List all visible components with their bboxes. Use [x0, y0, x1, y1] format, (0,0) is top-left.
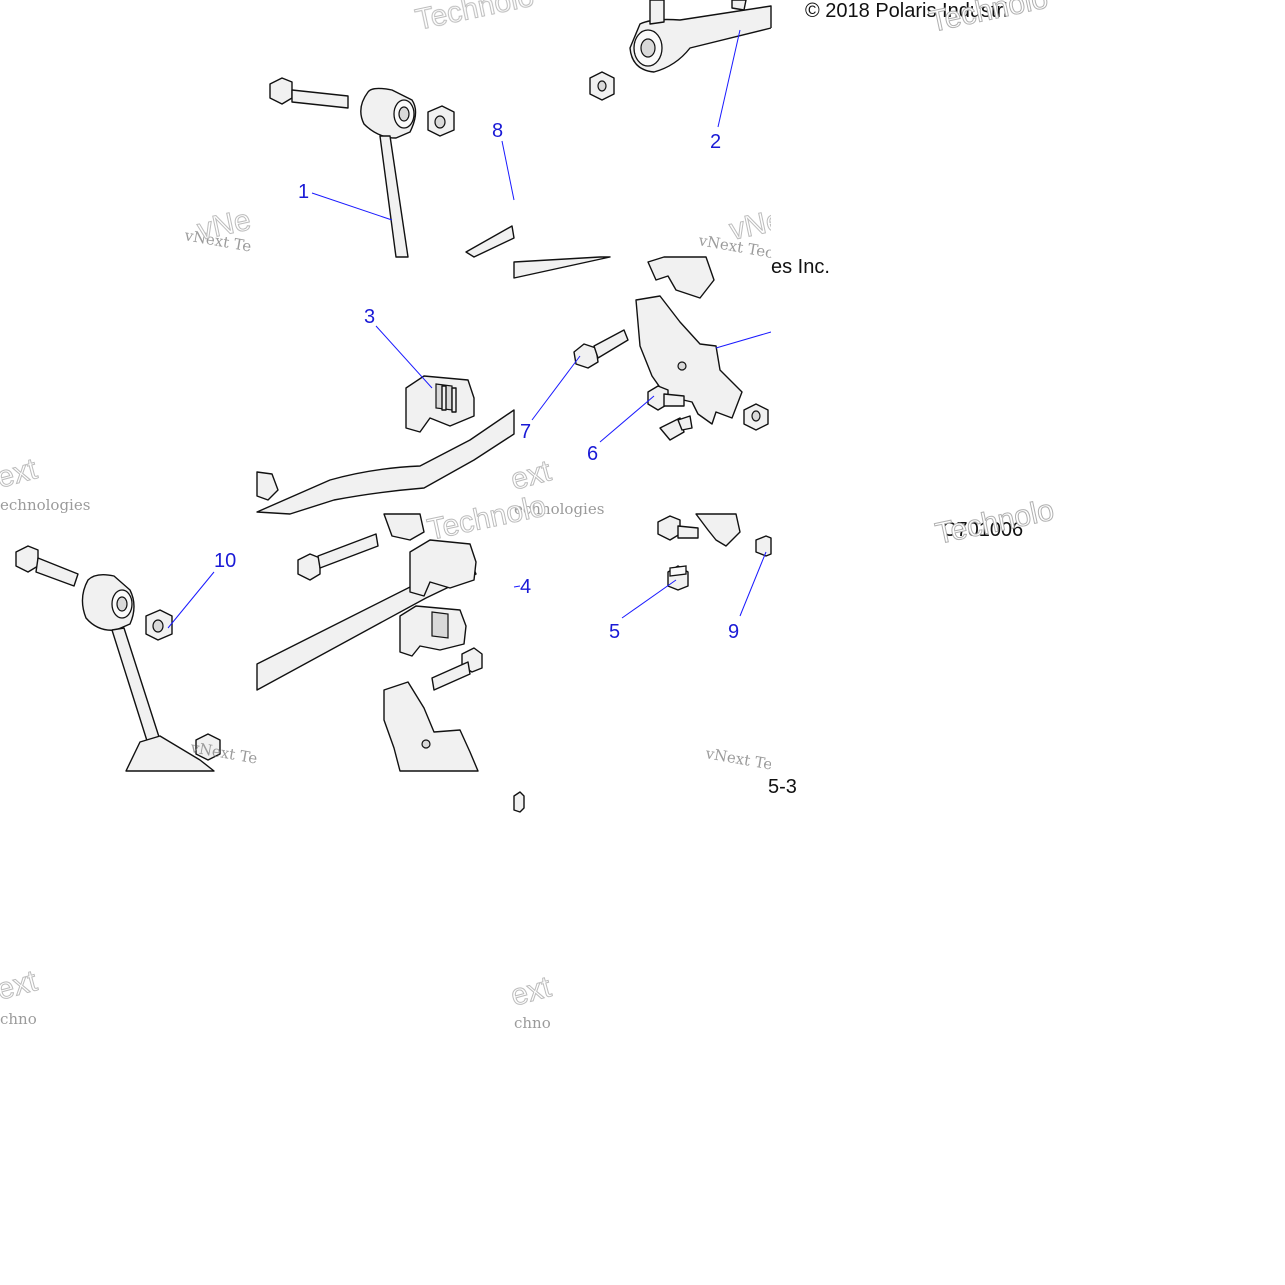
link-eye-lower [81, 573, 135, 631]
callout-8-label: 8 [492, 120, 503, 142]
tile-mask-f-right [771, 300, 1031, 514]
watermark-frag-5: ext [0, 964, 41, 1006]
stabilizer-link-upper [269, 77, 515, 258]
stabilizer-bar-lower [256, 409, 515, 515]
edge-nut-e [256, 471, 279, 501]
callout-10-label: 10 [214, 550, 236, 572]
watermark-frag-2: echnologies [0, 496, 90, 514]
watermark-frag-1: ext [0, 452, 41, 494]
watermark-brand-4: vNext Tec [703, 744, 782, 775]
watermark-frag-8: chno [514, 1014, 551, 1032]
bar-bolt-upper [465, 225, 515, 258]
tile-mask-e-left [0, 257, 257, 457]
watermark-frag-6: chno [0, 1010, 37, 1028]
link-nut-lower [145, 609, 173, 641]
link-eye-upper [360, 87, 417, 139]
callout-2: 2 [710, 29, 741, 153]
link-bolt-upper [269, 77, 349, 109]
callout-5-label: 5 [609, 621, 620, 643]
stabilizer-bar-upper-segment [513, 256, 611, 279]
callout-10: 10 [167, 550, 236, 629]
edge-nut-l [513, 791, 525, 813]
callout-4-label: 4 [520, 576, 531, 598]
callout-6-label: 6 [587, 443, 598, 465]
copyright-notice-tail: es Inc. [771, 256, 830, 278]
callout-9: 9 [728, 551, 767, 643]
watermark-frag-3: ext [507, 454, 555, 496]
callout-1-label: 1 [298, 181, 309, 203]
stabilizer-link-lower [15, 545, 221, 772]
leader-bracket [715, 331, 772, 349]
a-arm [589, 0, 772, 101]
callout-3-label: 3 [364, 306, 375, 328]
grease-fitting [659, 415, 693, 441]
link-rod-upper [379, 135, 409, 258]
bracket-lower [383, 681, 479, 772]
callout-6: 6 [587, 395, 655, 465]
bracket-bolt-lower [431, 647, 483, 691]
bracket-bolt [573, 329, 629, 369]
copyright-notice: © 2018 Polaris Industri [805, 0, 1008, 22]
watermark-big-1: Technolo [413, 0, 537, 37]
callout-9-label: 9 [728, 621, 739, 643]
callout-5: 5 [609, 579, 677, 643]
callout-3: 3 [364, 306, 433, 389]
bushing-upper [405, 375, 475, 433]
nut-9 [755, 535, 772, 557]
bar-bolt-lower [297, 533, 379, 581]
callout-7-label: 7 [520, 421, 531, 443]
callout-1: 1 [298, 181, 393, 221]
watermark-frag-4: echnologies [514, 500, 604, 518]
callout-7: 7 [520, 355, 581, 443]
drawing-number: C701006 [942, 519, 1023, 541]
watermark-frag-7: ext [507, 970, 555, 1012]
bracket-nut [743, 403, 769, 431]
callout-2-label: 2 [710, 131, 721, 153]
link-nut-upper [427, 105, 455, 137]
page-reference: 5-3 [768, 776, 797, 798]
callout-4: 4 [513, 576, 531, 598]
bracket-bolt-2 [647, 385, 685, 411]
grease-fitting-lower [667, 565, 689, 591]
tile-mask-k-right [771, 560, 1031, 771]
bracket-fragment-k [657, 513, 741, 547]
bushing-lower [399, 539, 477, 657]
tile-mask-d [771, 28, 1031, 257]
a-arm-nut [589, 71, 615, 101]
watermark-big-3: Technolo [425, 490, 549, 547]
link-bolt-lower [15, 545, 79, 587]
callout-8: 8 [492, 120, 515, 201]
